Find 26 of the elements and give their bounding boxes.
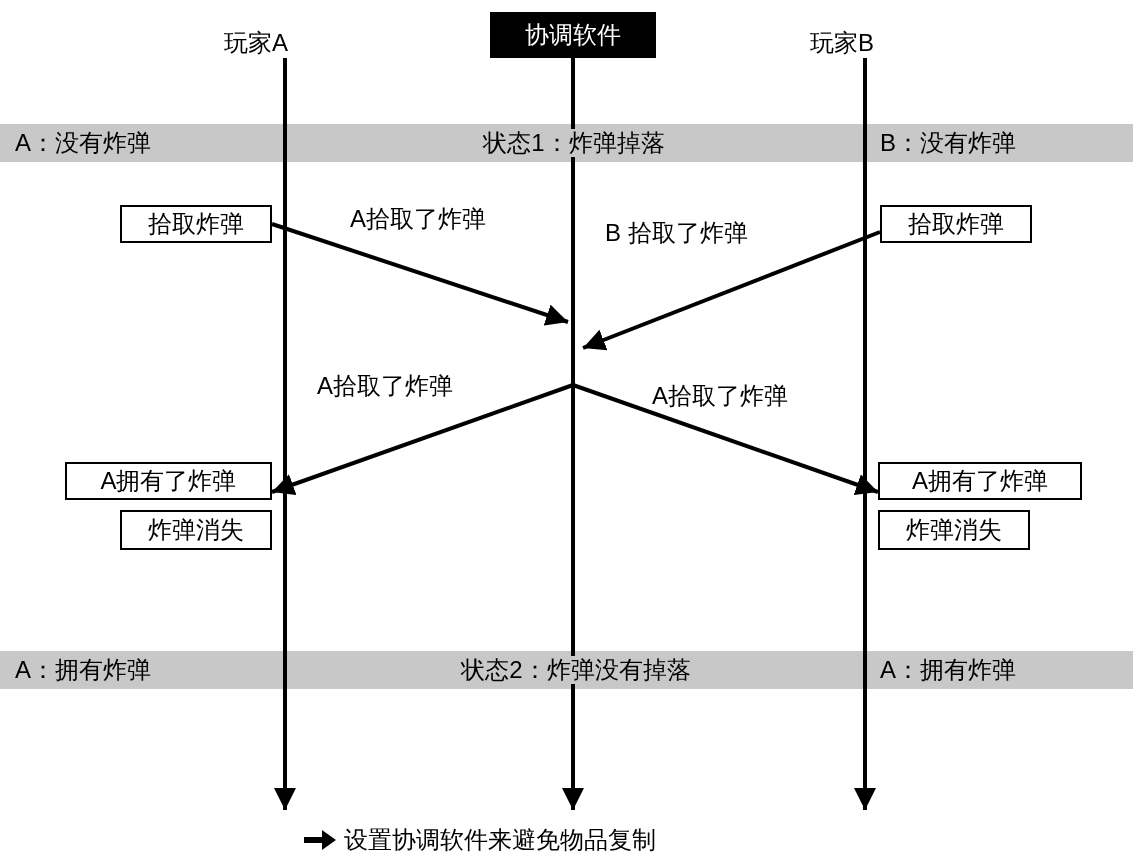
band-text: A：拥有炸弹 bbox=[12, 656, 154, 684]
state-box: 拾取炸弹 bbox=[120, 205, 272, 243]
edge-label: A拾取了炸弹 bbox=[348, 205, 488, 233]
state-band bbox=[0, 651, 1133, 689]
message-arrow bbox=[271, 383, 574, 495]
message-arrow bbox=[271, 222, 569, 326]
edge-label: A拾取了炸弹 bbox=[650, 382, 790, 410]
lifeline-arrow bbox=[854, 58, 876, 810]
state-box: 炸弹消失 bbox=[878, 510, 1030, 550]
edge-label: B 拾取了炸弹 bbox=[603, 219, 750, 247]
state-box: A拥有了炸弹 bbox=[878, 462, 1082, 500]
caption: 设置协调软件来避免物品复制 bbox=[342, 826, 658, 854]
state-box: 炸弹消失 bbox=[120, 510, 272, 550]
player-label: 玩家B bbox=[808, 28, 876, 58]
lifeline-arrow bbox=[562, 58, 584, 810]
player-label: 玩家A bbox=[222, 28, 290, 58]
message-arrow bbox=[582, 230, 881, 351]
edge-label: A拾取了炸弹 bbox=[315, 372, 455, 400]
state-band bbox=[0, 124, 1133, 162]
band-text: A：拥有炸弹 bbox=[877, 656, 1019, 684]
state-box: A拥有了炸弹 bbox=[65, 462, 272, 500]
band-text: A：没有炸弹 bbox=[12, 129, 154, 157]
software-label: 协调软件 bbox=[490, 12, 656, 58]
state-box: 拾取炸弹 bbox=[880, 205, 1032, 243]
message-arrow bbox=[572, 383, 879, 496]
lifeline-arrow bbox=[274, 58, 296, 810]
